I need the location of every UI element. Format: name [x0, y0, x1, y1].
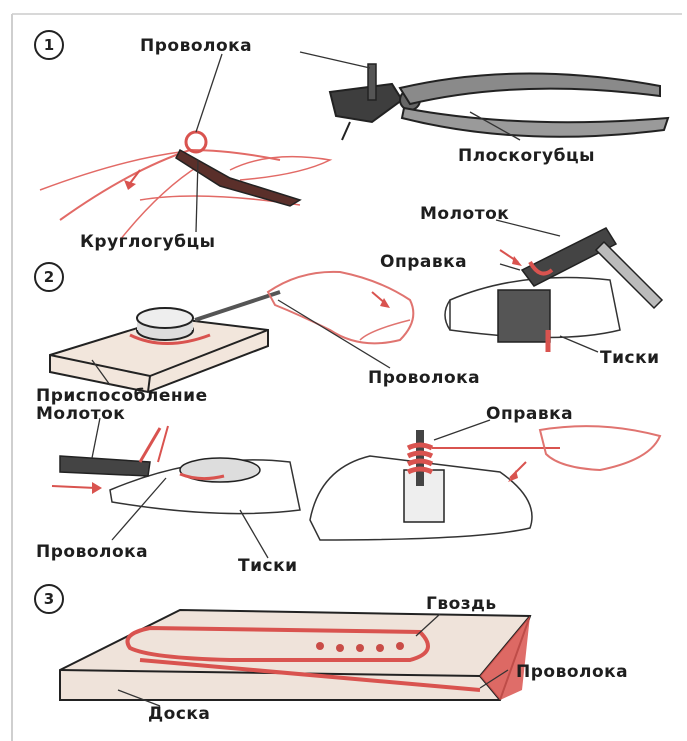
- board-illustration: [60, 610, 530, 700]
- label-tiski-1: Тиски: [600, 348, 660, 368]
- label-provoloka-4: Проволока: [516, 662, 628, 682]
- label-molotok-2: Молоток: [36, 404, 125, 424]
- leader-provoloka-1: [196, 54, 222, 132]
- label-provoloka-3: Проволока: [36, 542, 148, 562]
- vise-hammer-illustration: [445, 228, 662, 352]
- leader-molotok-2: [92, 418, 100, 458]
- leader-tiski-1: [560, 336, 598, 352]
- leader-opravka-2: [434, 420, 490, 440]
- label-opravka-2: Оправка: [486, 404, 573, 424]
- label-doska: Доска: [148, 704, 210, 724]
- fixture-illustration: [50, 292, 280, 392]
- label-opravka-1: Оправка: [380, 252, 467, 272]
- hammer-vise-illustration: [52, 426, 300, 514]
- label-molotok-1: Молоток: [420, 204, 509, 224]
- label-ploskogubtsy: Плоскогубцы: [458, 146, 595, 166]
- section-number-2: 2: [34, 262, 64, 292]
- mandrel-coil-illustration: [310, 426, 660, 540]
- label-provoloka-2: Проволока: [368, 368, 480, 388]
- leader-tiski-2: [240, 510, 268, 558]
- label-tiski-2: Тиски: [238, 556, 298, 576]
- label-provoloka-1: Проволока: [140, 36, 252, 56]
- section-number-3: 3: [34, 584, 64, 614]
- section-number-1: 1: [34, 30, 64, 60]
- label-gvozd: Гвоздь: [426, 594, 497, 614]
- round-nose-pliers-illustration: [40, 132, 330, 240]
- label-prisposoblenie: Приспособление: [36, 386, 208, 406]
- label-kruglogubtsy: Круглогубцы: [80, 232, 215, 252]
- leader-provoloka-2: [278, 300, 390, 368]
